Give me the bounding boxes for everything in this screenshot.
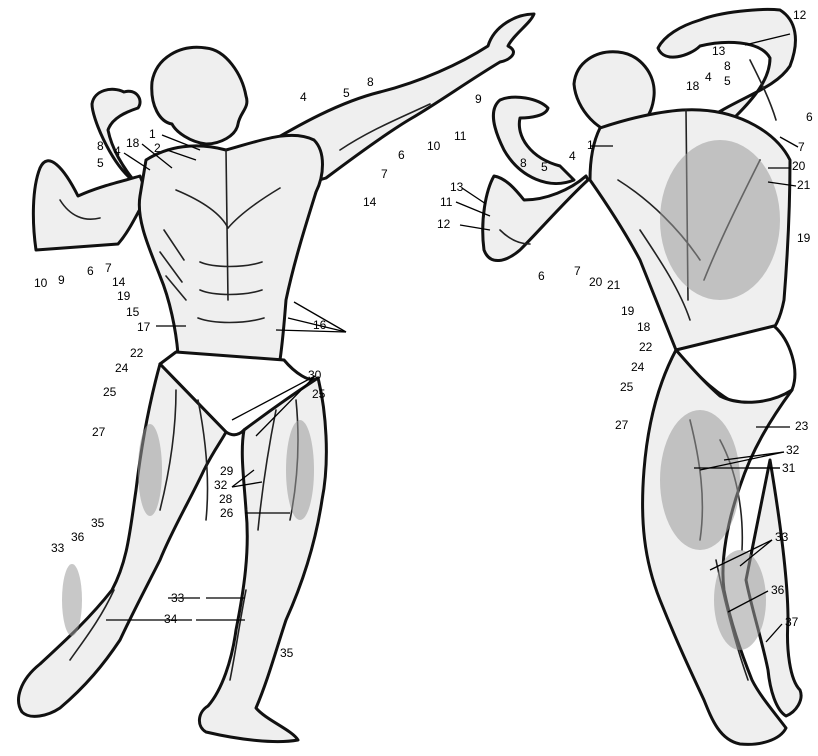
front-label-32: 32: [214, 478, 228, 492]
front-label-36: 36: [71, 530, 85, 544]
back-label-8: 8: [724, 59, 731, 73]
front-label-10: 10: [34, 276, 48, 290]
front-label-7: 7: [105, 261, 112, 275]
front-label-29: 29: [220, 464, 234, 478]
front-figure: [19, 14, 534, 742]
back-label-4: 4: [705, 70, 712, 84]
front-label-28: 28: [219, 492, 233, 506]
back-label-6: 6: [538, 269, 545, 283]
back-figure: [483, 9, 801, 744]
back-label-33: 33: [775, 530, 789, 544]
front-label-24: 24: [115, 361, 129, 375]
leader-line: [462, 188, 486, 204]
front-label-27: 27: [92, 425, 106, 439]
back-label-7: 7: [574, 264, 581, 278]
back-label-27: 27: [615, 418, 629, 432]
back-label-5: 5: [724, 74, 731, 88]
back-label-20: 20: [792, 159, 806, 173]
back-label-37: 37: [785, 615, 799, 629]
front-label-4: 4: [300, 90, 307, 104]
back-label-31: 31: [782, 461, 796, 475]
back-label-13: 13: [450, 180, 464, 194]
back-label-19: 19: [797, 231, 811, 245]
back-label-12: 12: [437, 217, 451, 231]
front-label-17: 17: [137, 320, 151, 334]
front-label-8: 8: [367, 75, 374, 89]
front-label-11: 11: [454, 129, 467, 143]
back-label-5: 5: [541, 160, 548, 174]
leader-line: [780, 137, 798, 147]
front-label-5: 5: [97, 156, 104, 170]
front-label-35: 35: [280, 646, 294, 660]
front-label-33: 33: [51, 541, 65, 555]
front-label-1: 1: [149, 127, 156, 141]
front-label-7: 7: [381, 167, 388, 181]
back-label-22: 22: [639, 340, 653, 354]
back-label-8: 8: [520, 156, 527, 170]
front-label-33: 33: [171, 591, 185, 605]
back-label-18: 18: [686, 79, 700, 93]
back-label-12: 12: [793, 8, 807, 22]
back-label-7: 7: [798, 140, 805, 154]
back-label-11: 11: [440, 195, 453, 209]
front-label-19: 19: [117, 289, 131, 303]
front-label-6: 6: [398, 148, 405, 162]
front-label-35: 35: [91, 516, 105, 530]
front-label-9: 9: [475, 92, 482, 106]
front-label-18: 18: [126, 136, 140, 150]
front-label-6: 6: [87, 264, 94, 278]
back-label-1: 1: [587, 138, 594, 152]
front-label-10: 10: [427, 139, 441, 153]
front-label-30: 30: [308, 368, 322, 382]
back-label-13: 13: [712, 44, 726, 58]
back-label-23: 23: [795, 419, 809, 433]
back-label-21: 21: [797, 178, 811, 192]
back-label-24: 24: [631, 360, 645, 374]
back-label-4: 4: [569, 149, 576, 163]
front-label-15: 15: [126, 305, 140, 319]
front-label-25: 25: [312, 387, 326, 401]
back-label-36: 36: [771, 583, 785, 597]
front-label-16: 16: [313, 318, 327, 332]
front-label-22: 22: [130, 346, 144, 360]
front-label-34: 34: [164, 612, 178, 626]
front-label-2: 2: [154, 141, 161, 155]
back-label-19: 19: [621, 304, 635, 318]
back-label-25: 25: [620, 380, 634, 394]
front-label-25: 25: [103, 385, 117, 399]
front-label-14: 14: [112, 275, 126, 289]
back-label-21: 21: [607, 278, 621, 292]
front-label-26: 26: [220, 506, 234, 520]
front-label-9: 9: [58, 273, 65, 287]
front-label-4: 4: [114, 144, 121, 158]
back-label-6: 6: [806, 110, 813, 124]
back-label-32: 32: [786, 443, 800, 457]
back-label-20: 20: [589, 275, 603, 289]
back-label-18: 18: [637, 320, 651, 334]
front-label-8: 8: [97, 139, 104, 153]
front-label-14: 14: [363, 195, 377, 209]
front-label-5: 5: [343, 86, 350, 100]
leader-line: [276, 330, 346, 332]
